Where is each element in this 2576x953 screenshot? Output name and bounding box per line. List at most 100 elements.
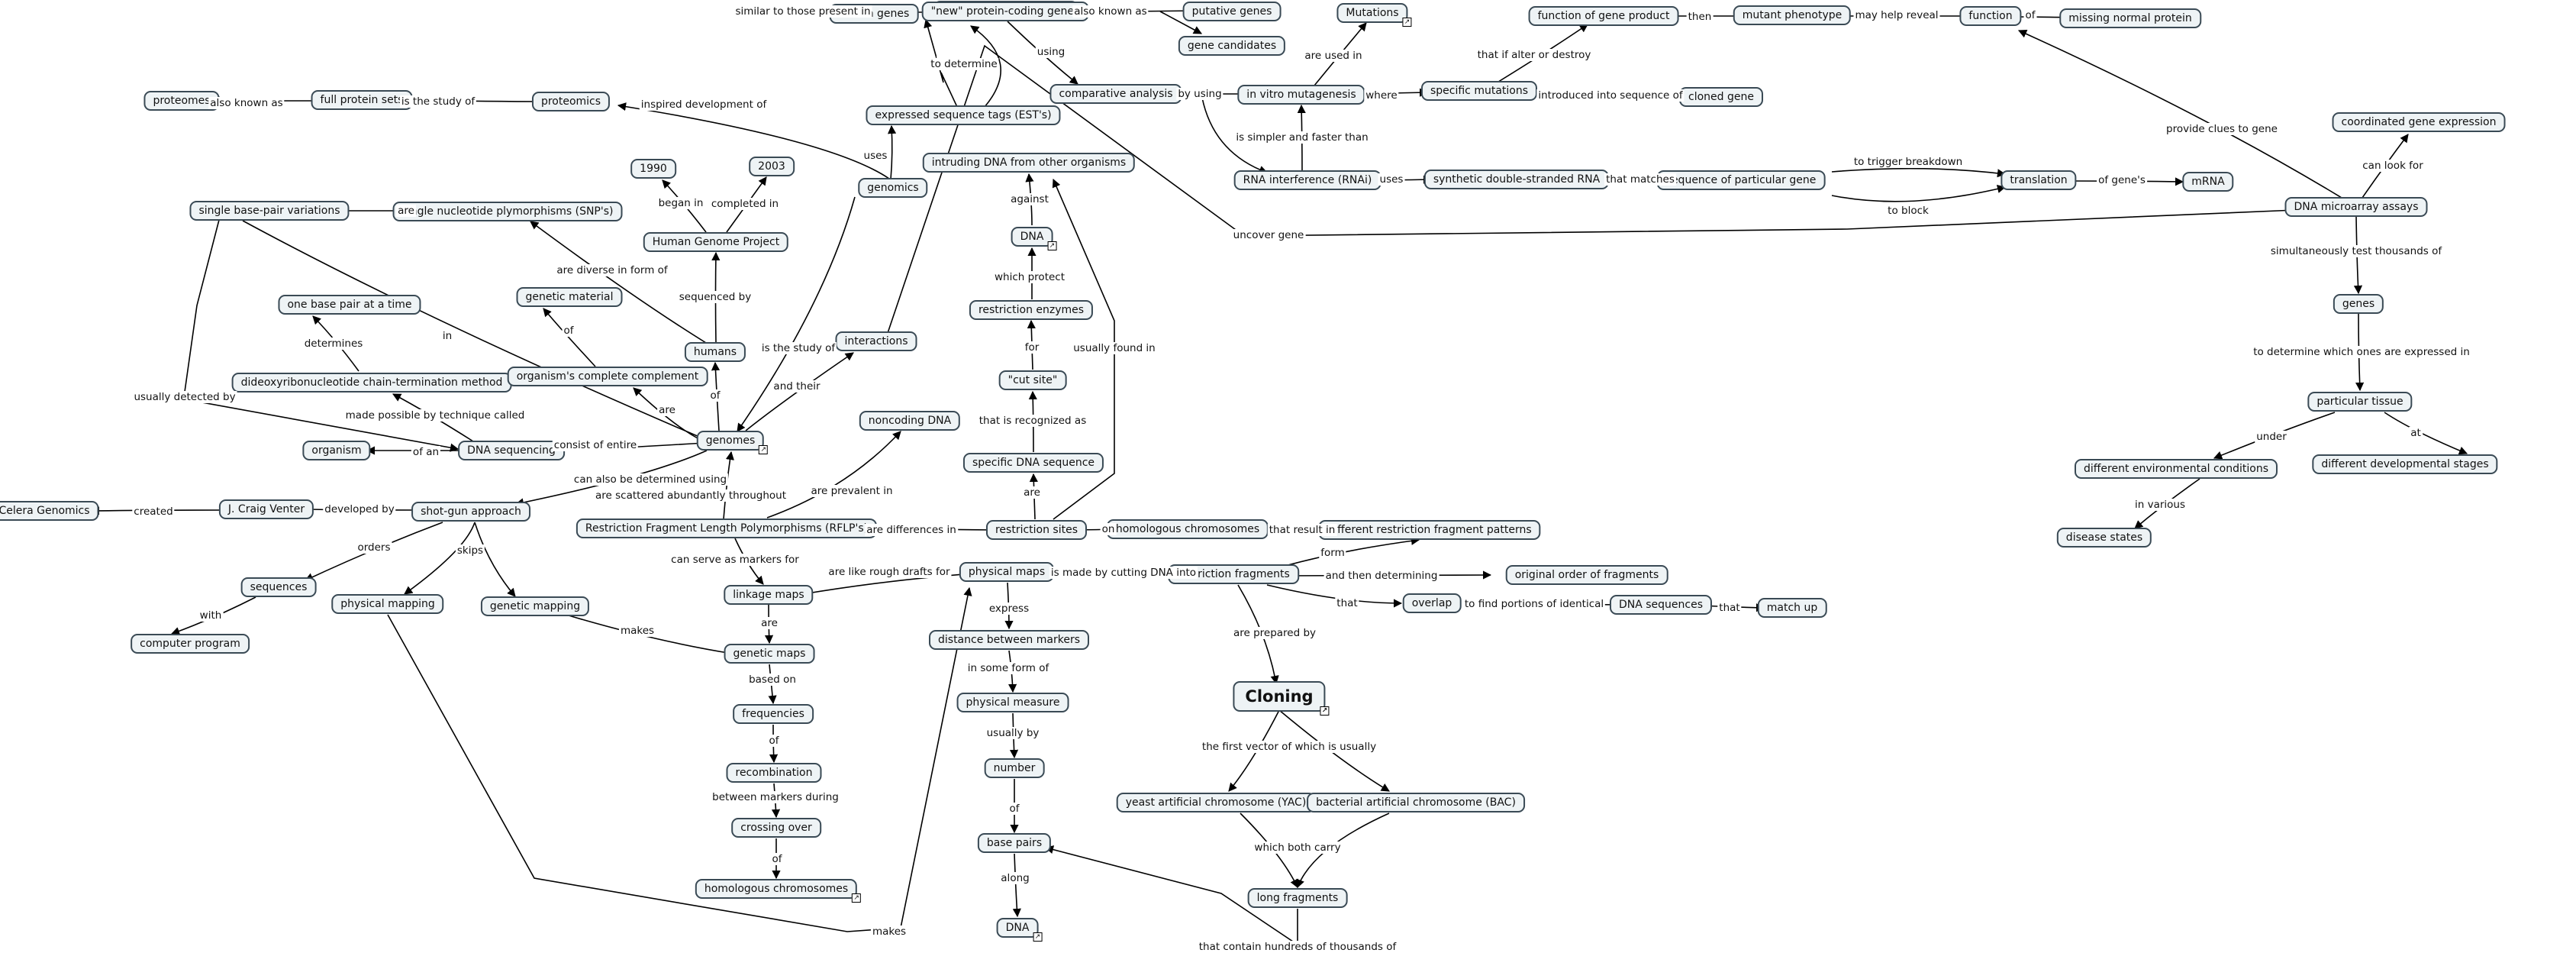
link-label: usually detected by — [132, 391, 237, 403]
link-label: which both carry — [1253, 842, 1343, 854]
concept-long-frag[interactable]: long fragments — [1247, 888, 1348, 908]
concept-genomics[interactable]: genomics — [858, 178, 928, 198]
link-line — [474, 522, 516, 597]
concept-seq-gene[interactable]: sequence of particular gene — [1656, 170, 1826, 190]
concept-disease[interactable]: disease states — [2056, 528, 2152, 548]
concept-linkage[interactable]: linkage maps — [724, 585, 814, 605]
concept-hgp[interactable]: Human Genome Project — [643, 232, 789, 252]
concept-sequences[interactable]: sequences — [240, 577, 317, 597]
concept-y2003[interactable]: 2003 — [749, 157, 795, 176]
concept-organism[interactable]: organism — [302, 441, 371, 460]
concept-label: physical mapping — [340, 598, 435, 610]
link-icon[interactable]: ↗ — [1033, 932, 1043, 942]
concept-genomes[interactable]: genomes↗ — [696, 431, 769, 454]
concept-comp-anal[interactable]: comparative analysis — [1049, 84, 1182, 104]
concept-proteomics[interactable]: proteomics — [531, 92, 611, 111]
concept-dna-top[interactable]: DNA↗ — [1011, 227, 1057, 250]
concept-bac[interactable]: bacterial artificial chromosome (BAC) — [1307, 793, 1525, 812]
concept-label: restriction sites — [995, 524, 1078, 536]
concept-base-pairs[interactable]: base pairs — [977, 833, 1052, 853]
concept-spec-mut[interactable]: specific mutations — [1420, 81, 1538, 101]
concept-noncoding[interactable]: noncoding DNA — [859, 411, 961, 431]
concept-synth-rna[interactable]: synthetic double-stranded RNA — [1423, 170, 1610, 189]
concept-new-genes[interactable]: "new" protein-coding genes — [921, 2, 1089, 21]
concept-number[interactable]: number — [984, 758, 1045, 778]
concept-yac[interactable]: yeast artificial chromosome (YAC) — [1116, 793, 1316, 812]
concept-func-prod[interactable]: function of gene product — [1528, 6, 1679, 26]
concept-crossing-over[interactable]: crossing over — [731, 818, 821, 838]
concept-restr-enz[interactable]: restriction enzymes — [969, 300, 1094, 320]
concept-intruding[interactable]: intruding DNA from other organisms — [922, 153, 1136, 173]
concept-microarray[interactable]: DNA microarray assays — [2284, 197, 2428, 217]
concept-label: different restriction fragment patterns — [1327, 524, 1532, 536]
concept-org-complement[interactable]: organism's complete complement — [507, 367, 708, 386]
concept-putative[interactable]: putative genes — [1182, 2, 1282, 21]
concept-dna-bottom[interactable]: DNA↗ — [996, 918, 1043, 942]
concept-gene-cand[interactable]: gene candidates — [1178, 36, 1286, 56]
concept-recombination[interactable]: recombination — [726, 763, 822, 783]
concept-function[interactable]: function — [1959, 6, 2022, 26]
concept-cloning[interactable]: Cloning↗ — [1233, 681, 1330, 716]
concept-overlap[interactable]: overlap — [1402, 593, 1462, 613]
link-icon[interactable]: ↗ — [1047, 241, 1057, 250]
concept-genmap-left[interactable]: genetic mapping — [480, 596, 590, 616]
concept-est[interactable]: expressed sequence tags (EST's) — [866, 105, 1061, 125]
concept-y1990[interactable]: 1990 — [630, 159, 676, 179]
concept-rflp[interactable]: Restriction Fragment Length Polymorphism… — [575, 518, 878, 538]
concept-gen-maps[interactable]: genetic maps — [724, 644, 815, 664]
concept-homolog-top[interactable]: homologous chromosomes — [1106, 519, 1269, 539]
concept-full-prot[interactable]: full protein sets — [311, 90, 413, 110]
concept-mrna[interactable]: mRNA — [2182, 172, 2234, 192]
concept-label: linkage maps — [733, 589, 804, 601]
concept-label: homologous chromosomes — [704, 883, 849, 895]
concept-physmap-left[interactable]: physical mapping — [331, 594, 444, 614]
concept-frequencies[interactable]: frequencies — [733, 704, 814, 724]
concept-proteomes[interactable]: proteomes — [143, 91, 220, 111]
concept-celera[interactable]: Celera Genomics — [0, 501, 99, 521]
link-label: by using — [1176, 88, 1224, 100]
concept-restr-sites[interactable]: restriction sites — [985, 520, 1088, 540]
concept-humans[interactable]: humans — [684, 342, 746, 362]
concept-match-up[interactable]: match up — [1757, 598, 1827, 618]
link-line — [924, 18, 958, 108]
link-icon[interactable]: ↗ — [759, 445, 769, 454]
concept-comp-prog[interactable]: computer program — [131, 634, 250, 654]
concept-snp[interactable]: single nucleotide plymorphisms (SNP's) — [392, 202, 623, 221]
link-label: which protect — [992, 271, 1067, 283]
link-icon[interactable]: ↗ — [852, 893, 862, 903]
concept-diff-env[interactable]: different environmental conditions — [2074, 459, 2278, 479]
concept-label: original order of fragments — [1514, 569, 1659, 581]
concept-orig-order[interactable]: original order of fragments — [1505, 565, 1668, 585]
concept-phys-measure[interactable]: physical measure — [956, 693, 1069, 712]
concept-one-bp[interactable]: one base pair at a time — [278, 295, 421, 315]
concept-mutations[interactable]: Mutations↗ — [1336, 3, 1412, 27]
concept-phys-maps[interactable]: physical maps — [959, 562, 1055, 582]
concept-coord-expr[interactable]: coordinated gene expression — [2332, 112, 2506, 132]
concept-interactions[interactable]: interactions — [835, 331, 917, 351]
concept-dist-markers[interactable]: distance between markers — [928, 630, 1090, 650]
concept-dideoxy[interactable]: dideoxyribonucleotide chain-termination … — [231, 373, 512, 393]
concept-spec-dna[interactable]: specific DNA sequence — [962, 453, 1104, 473]
concept-cloned[interactable]: cloned gene — [1679, 87, 1763, 107]
concept-mutant-ph[interactable]: mutant phenotype — [1733, 5, 1852, 25]
concept-diff-dev[interactable]: different developmental stages — [2312, 454, 2498, 474]
concept-missing-prot[interactable]: missing normal protein — [2059, 8, 2201, 28]
concept-dna-seqs[interactable]: DNA sequences — [1609, 595, 1713, 615]
link-icon[interactable]: ↗ — [1402, 18, 1412, 27]
concept-particular-tissue[interactable]: particular tissue — [2307, 392, 2413, 412]
link-label: using — [1035, 46, 1067, 58]
concept-dna-seq[interactable]: DNA sequencing — [458, 441, 565, 460]
concept-rnai[interactable]: RNA interference (RNAi) — [1233, 170, 1381, 190]
concept-shotgun[interactable]: shot-gun approach — [411, 502, 530, 522]
concept-translation[interactable]: translation — [2001, 170, 2077, 190]
concept-single-bp[interactable]: single base-pair variations — [189, 201, 350, 221]
concept-invitro[interactable]: in vitro mutagenesis — [1237, 85, 1365, 105]
concept-genes[interactable]: genes — [2333, 294, 2384, 314]
concept-venter[interactable]: J. Craig Venter — [218, 499, 314, 519]
concept-diff-frag[interactable]: different restriction fragment patterns — [1318, 520, 1541, 540]
concept-gen-material[interactable]: genetic material — [516, 287, 623, 307]
concept-homolog-bottom[interactable]: homologous chromosomes↗ — [695, 879, 862, 903]
concept-label: DNA — [1005, 922, 1030, 934]
link-icon[interactable]: ↗ — [1320, 706, 1330, 716]
concept-cut-site[interactable]: "cut site" — [998, 370, 1067, 390]
